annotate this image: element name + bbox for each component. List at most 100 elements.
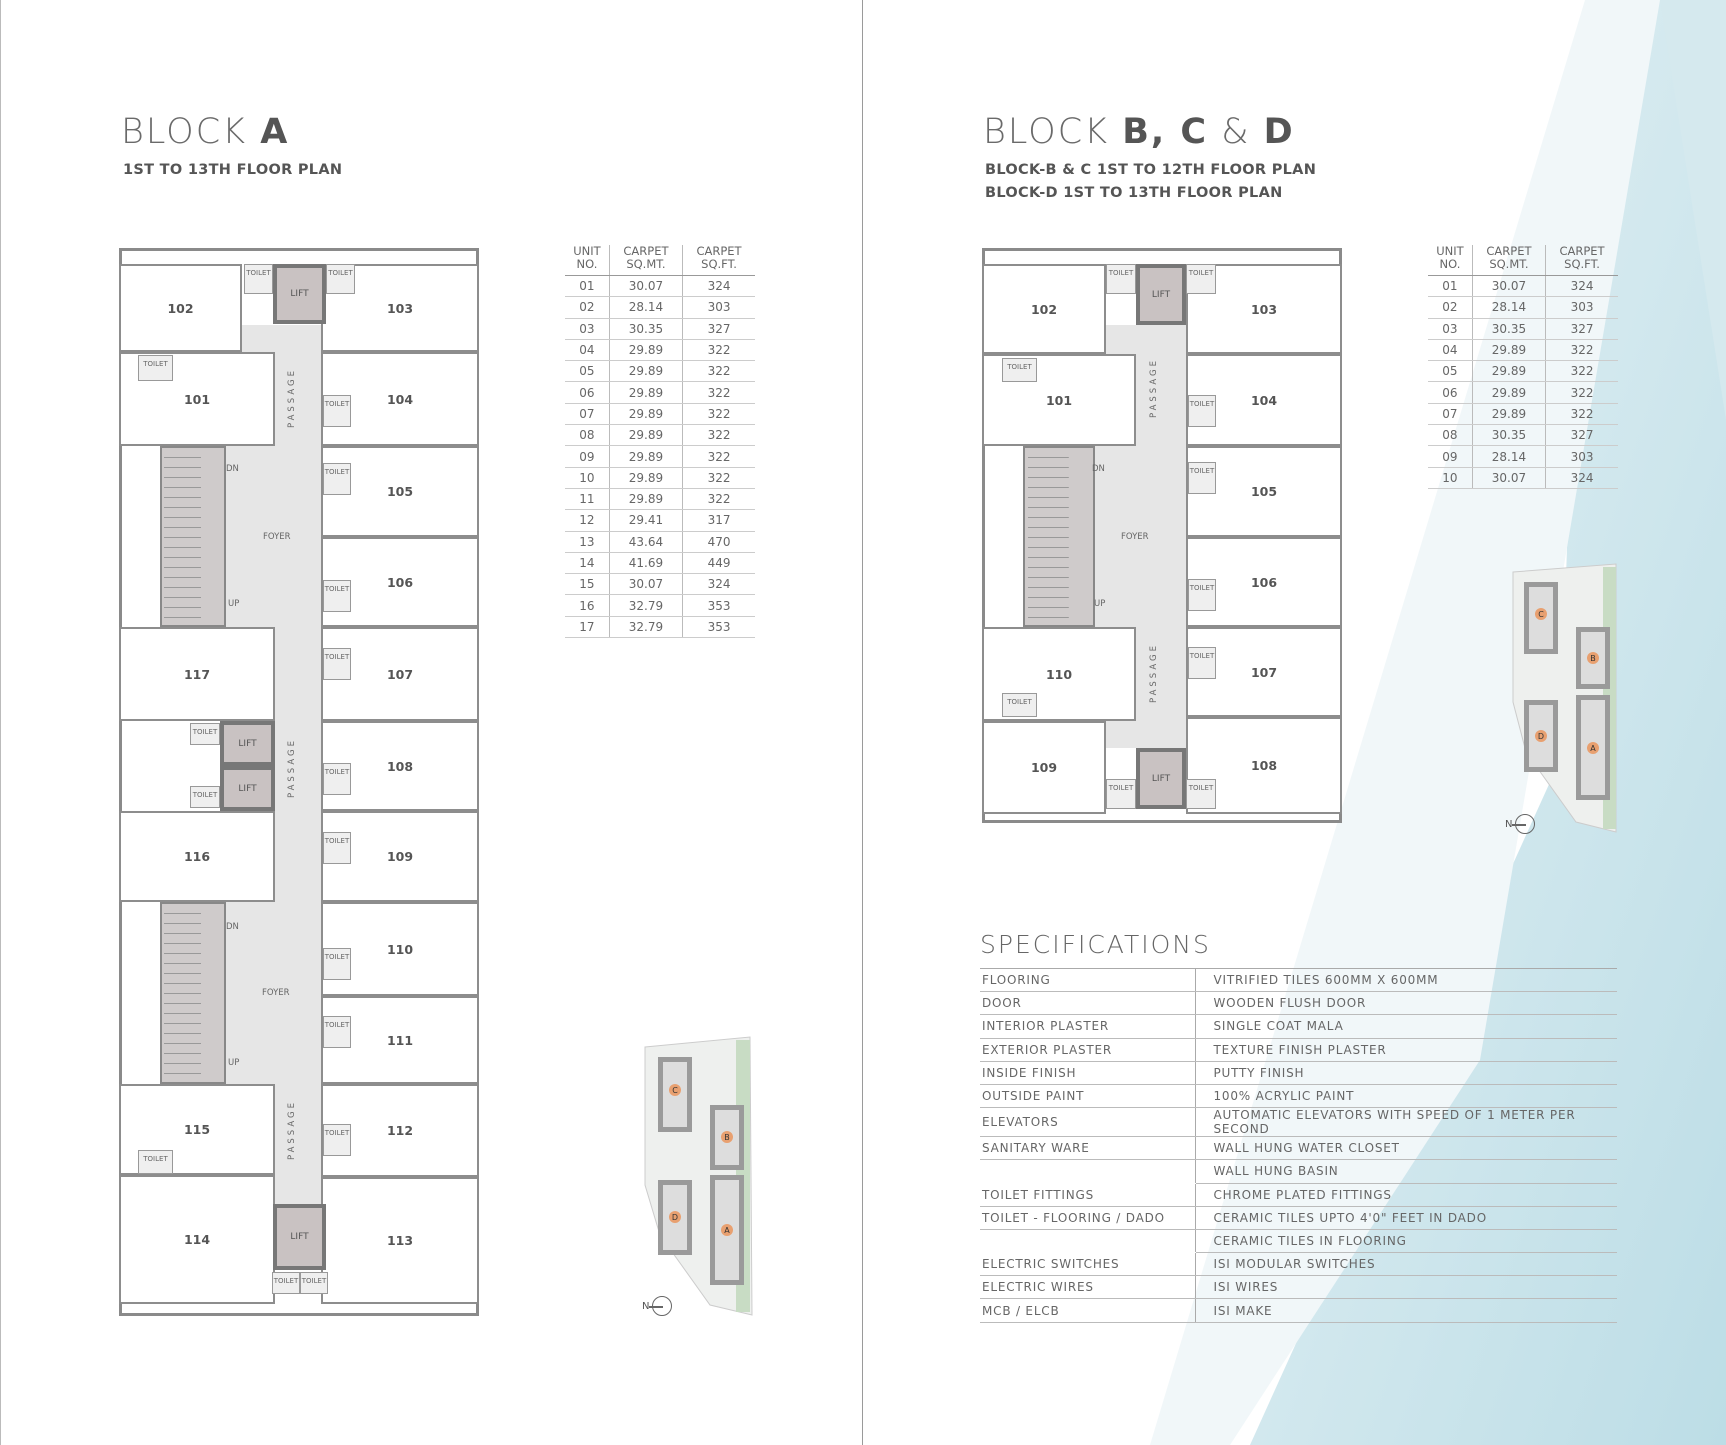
toilet: TOILET — [1106, 264, 1136, 294]
cell-carpet-sqft: 324 — [682, 275, 755, 298]
cell-carpet-sqft: 449 — [682, 552, 755, 575]
foyer-label: FOYER — [263, 532, 291, 542]
cell-carpet-sqmt: 28.14 — [1471, 296, 1546, 319]
toilet: TOILET — [323, 763, 351, 795]
compass-icon — [649, 1296, 673, 1316]
spec-label: MCB / ELCB — [980, 1298, 1195, 1323]
toilet: TOILET — [190, 723, 220, 745]
spec-value: CERAMIC TILES UPTO 4'0" FEET IN DADO — [1194, 1206, 1617, 1230]
cell-carpet-sqmt: 32.79 — [608, 594, 683, 617]
cell-carpet-sqft: 322 — [1545, 381, 1618, 404]
cell-carpet-sqmt: 29.89 — [608, 488, 683, 511]
spec-label: SANITARY WARE — [980, 1136, 1195, 1161]
site-label-c: C — [672, 1086, 678, 1095]
cell-carpet-sqft: 317 — [682, 509, 755, 532]
spec-value: PUTTY FINISH — [1194, 1061, 1617, 1085]
cell-unit-no: 06 — [565, 381, 610, 404]
spec-label: FLOORING — [980, 967, 1195, 993]
cell-unit-no: 03 — [1428, 318, 1473, 340]
block-a-site-map: C B D A — [644, 1036, 753, 1316]
cell-carpet-sqmt: 30.07 — [1471, 275, 1546, 298]
cell-unit-no: 08 — [1428, 424, 1473, 447]
north-indicator: N — [1505, 814, 1536, 834]
cell-carpet-sqmt: 28.14 — [1471, 445, 1546, 468]
lift: LIFT — [1136, 748, 1186, 809]
spec-value: 100% ACRYLIC PAINT — [1194, 1084, 1617, 1109]
foyer-area — [226, 902, 275, 1084]
cell-carpet-sqft: 322 — [682, 381, 755, 404]
page-divider — [862, 0, 863, 1445]
unit-103: 103 — [1186, 264, 1342, 354]
cell-unit-no: 07 — [1428, 403, 1473, 426]
passage-area — [1136, 325, 1186, 748]
toilet: TOILET — [1186, 779, 1216, 809]
spec-label: TOILET FITTINGS — [980, 1183, 1195, 1207]
spec-value: ISI MODULAR SWITCHES — [1194, 1252, 1617, 1277]
cell-unit-no: 02 — [565, 296, 610, 319]
block-a-subtitle: 1ST TO 13TH FLOOR PLAN — [123, 162, 343, 178]
stair-down-label: DN — [1092, 464, 1105, 474]
unit-114: 114 — [119, 1175, 275, 1304]
cell-carpet-sqft: 303 — [682, 296, 755, 319]
cell-carpet-sqmt: 29.41 — [608, 509, 683, 532]
cell-unit-no: 12 — [565, 509, 610, 532]
spec-label: INSIDE FINISH — [980, 1061, 1195, 1085]
stair-up-label: UP — [228, 1058, 240, 1068]
cell-carpet-sqmt: 29.89 — [608, 360, 683, 383]
block-a-title: BLOCK A — [121, 112, 290, 152]
spec-row: WALL HUNG BASIN — [980, 1159, 1617, 1184]
passage-area — [275, 325, 321, 1205]
spec-label — [980, 1229, 1195, 1252]
cell-carpet-sqft: 470 — [682, 531, 755, 553]
toilet: TOILET — [1186, 264, 1216, 294]
spec-value: WALL HUNG WATER CLOSET — [1194, 1136, 1617, 1161]
cell-carpet-sqft: 322 — [1545, 339, 1618, 362]
spec-value: CHROME PLATED FITTINGS — [1194, 1183, 1617, 1207]
lift: LIFT — [1136, 264, 1186, 325]
toilet: TOILET — [323, 948, 351, 980]
specifications-title: SPECIFICATIONS — [980, 930, 1211, 959]
cell-unit-no: 15 — [565, 573, 610, 596]
cell-carpet-sqft: 322 — [682, 467, 755, 489]
site-label-b: B — [724, 1133, 730, 1142]
toilet: TOILET — [323, 580, 351, 612]
cell-carpet-sqmt: 29.89 — [608, 339, 683, 362]
passage-label: PASSAGE — [1148, 358, 1159, 418]
stair-down-label: DN — [226, 922, 239, 932]
unit-101: 101 — [982, 354, 1136, 446]
spec-label: ELEVATORS — [980, 1107, 1195, 1138]
passage-label: PASSAGE — [286, 738, 297, 798]
foyer-area — [226, 446, 275, 627]
toilet: TOILET — [1002, 693, 1037, 717]
cell-unit-no: 11 — [565, 488, 610, 511]
toilet: TOILET — [1188, 395, 1216, 427]
stair-up-label: UP — [228, 599, 240, 609]
spec-value: ISI MAKE — [1194, 1298, 1617, 1323]
spec-label: INTERIOR PLASTER — [980, 1014, 1195, 1039]
spec-value: WOODEN FLUSH DOOR — [1194, 991, 1617, 1016]
block-bcd-subtitle-1: BLOCK-B & C 1ST TO 12TH FLOOR PLAN — [985, 162, 1317, 178]
staircase — [160, 902, 226, 1084]
cell-unit-no: 09 — [565, 445, 610, 468]
cell-unit-no: 02 — [1428, 296, 1473, 319]
